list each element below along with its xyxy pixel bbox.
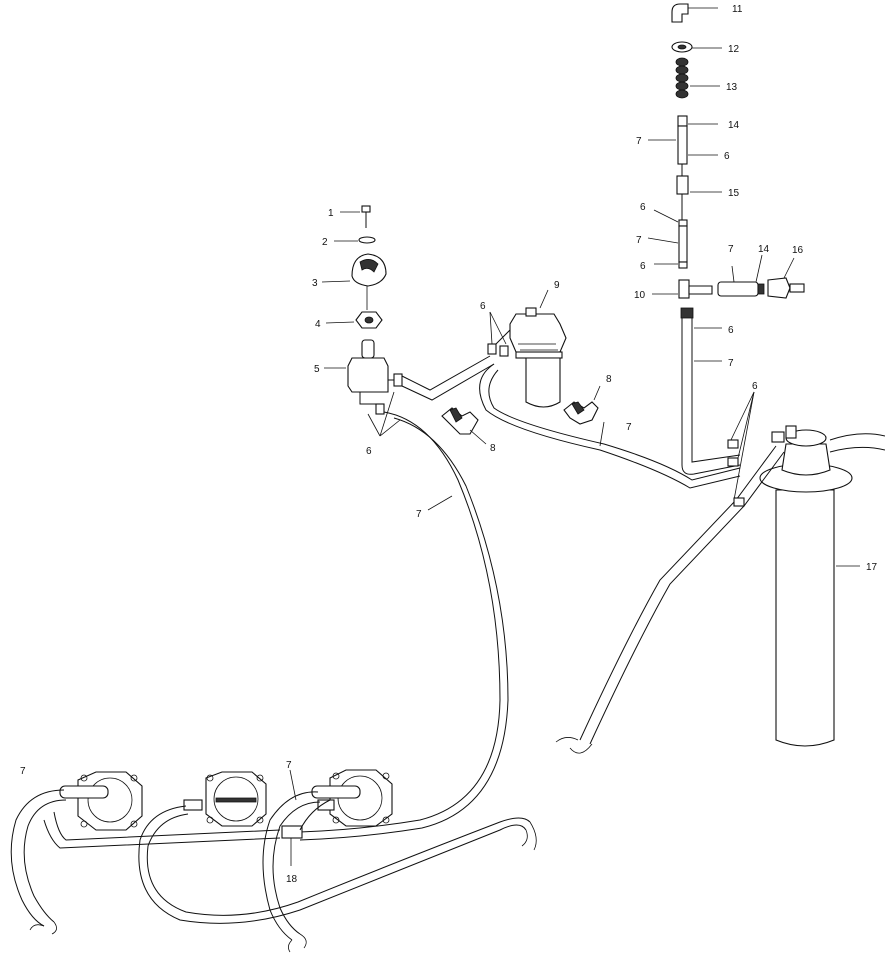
callout-7-mid: 7 (636, 235, 642, 246)
callout-10: 10 (634, 290, 646, 301)
callout-7-vertical: 7 (728, 358, 734, 369)
callout-17: 17 (866, 562, 878, 573)
callout-6-tank: 6 (752, 381, 758, 392)
callout-18: 18 (286, 874, 298, 885)
callout-16: 16 (792, 245, 804, 256)
callout-12: 12 (728, 44, 740, 55)
callout-7-left: 7 (20, 766, 26, 777)
part-8-clip-right (563, 385, 601, 425)
part-9-water-separator (495, 289, 567, 408)
part-5-filter (347, 357, 389, 393)
callout-8-right: 8 (606, 374, 612, 385)
part-17-fuel-tank (759, 425, 885, 747)
hose-main-left (299, 411, 501, 833)
callout-7-upper: 7 (636, 136, 642, 147)
hose-pump-to-tank (479, 363, 741, 489)
part-14-fitting (677, 115, 688, 127)
callout-5: 5 (314, 364, 320, 375)
carburetor-1 (59, 771, 143, 831)
part-2-washer (358, 236, 376, 244)
carburetor-2 (183, 771, 267, 827)
part-8-clip-left (441, 407, 487, 445)
hose-tank-vent (579, 445, 777, 741)
callout-1: 1 (328, 208, 334, 219)
callout-11: 11 (732, 4, 743, 15)
hose-side-branch (717, 281, 759, 297)
callout-3: 3 (312, 278, 318, 289)
callout-2: 2 (322, 237, 328, 248)
part-16-fitting (767, 277, 791, 299)
callout-6-filter: 6 (366, 446, 372, 457)
hose-bottom-loop (138, 805, 527, 924)
hose-left-loop (10, 789, 65, 927)
callout-7-main: 7 (416, 509, 422, 520)
hose-segment-middle (678, 225, 688, 263)
callout-13: 13 (726, 82, 738, 93)
callout-7-branch: 7 (728, 244, 734, 255)
callout-14-upper: 14 (728, 120, 740, 131)
callout-4: 4 (315, 319, 321, 330)
callout-7-pump-tank: 7 (626, 422, 632, 433)
vent-line-assembly (647, 3, 805, 475)
callout-14-branch: 14 (758, 244, 770, 255)
carburetor-3 (311, 769, 393, 827)
callout-6-mid-b: 6 (640, 261, 646, 272)
part-13-spring (675, 57, 689, 99)
part-10-tee (678, 279, 690, 299)
callout-6-lower: 6 (728, 325, 734, 336)
hose-segment-upper (677, 125, 688, 165)
part-1-bolt (361, 205, 371, 213)
callout-9: 9 (554, 280, 560, 291)
part-15-valve (676, 175, 689, 195)
callout-6-pump: 6 (480, 301, 486, 312)
callout-15: 15 (728, 188, 740, 199)
callout-6-upper: 6 (724, 151, 730, 162)
callout-8-left: 8 (490, 443, 496, 454)
part-11-elbow (671, 3, 689, 23)
part-3-mount (351, 253, 387, 287)
filter-mount-assembly (321, 205, 509, 437)
callout-7-carb: 7 (286, 760, 292, 771)
part-18-tee (281, 825, 303, 839)
callout-6-mid-a: 6 (640, 202, 646, 213)
